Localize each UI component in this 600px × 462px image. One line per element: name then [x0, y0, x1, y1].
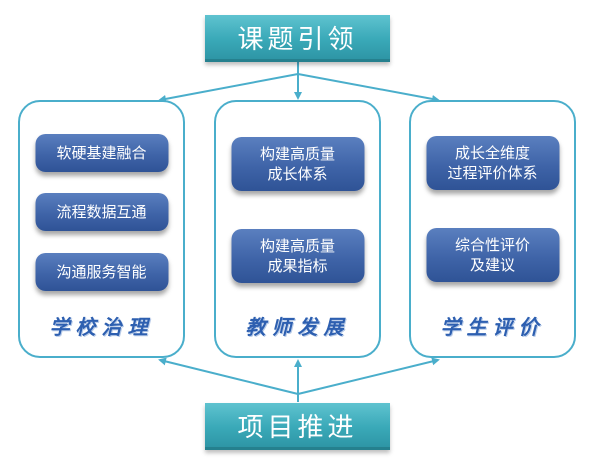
panel-title-student-evaluation: 学生评价: [440, 315, 545, 339]
panel-title-teacher-development: 教师发展: [245, 315, 350, 339]
pill-growth-system: 构建高质量 成长体系: [231, 137, 364, 191]
pill-smart-service: 沟通服务智能: [35, 253, 168, 291]
panel-school-governance: 软硬基建融合 流程数据互通 沟通服务智能 学校治理: [18, 100, 185, 358]
panel-student-evaluation: 成长全维度 过程评价体系 综合性评价 及建议 学生评价: [409, 100, 576, 358]
arrow-top-to-right: [297, 73, 440, 103]
panel-teacher-development: 构建高质量 成长体系 构建高质量 成果指标 教师发展: [214, 100, 381, 358]
pill-outcome-indicators: 构建高质量 成果指标: [231, 229, 364, 283]
bottom-banner: 项目推进: [205, 403, 390, 450]
pill-infrastructure: 软硬基建融合: [35, 134, 168, 172]
top-banner: 课题引领: [205, 15, 390, 62]
pill-comprehensive-evaluation: 综合性评价 及建议: [426, 228, 559, 282]
pill-data-flow: 流程数据互通: [35, 193, 168, 231]
arrow-top-to-left: [158, 73, 299, 103]
pill-process-evaluation: 成长全维度 过程评价体系: [426, 136, 559, 190]
panel-title-school-governance: 学校治理: [49, 315, 154, 339]
arrow-bottom-to-left: [158, 357, 299, 395]
arrow-bottom-to-right: [297, 357, 440, 395]
